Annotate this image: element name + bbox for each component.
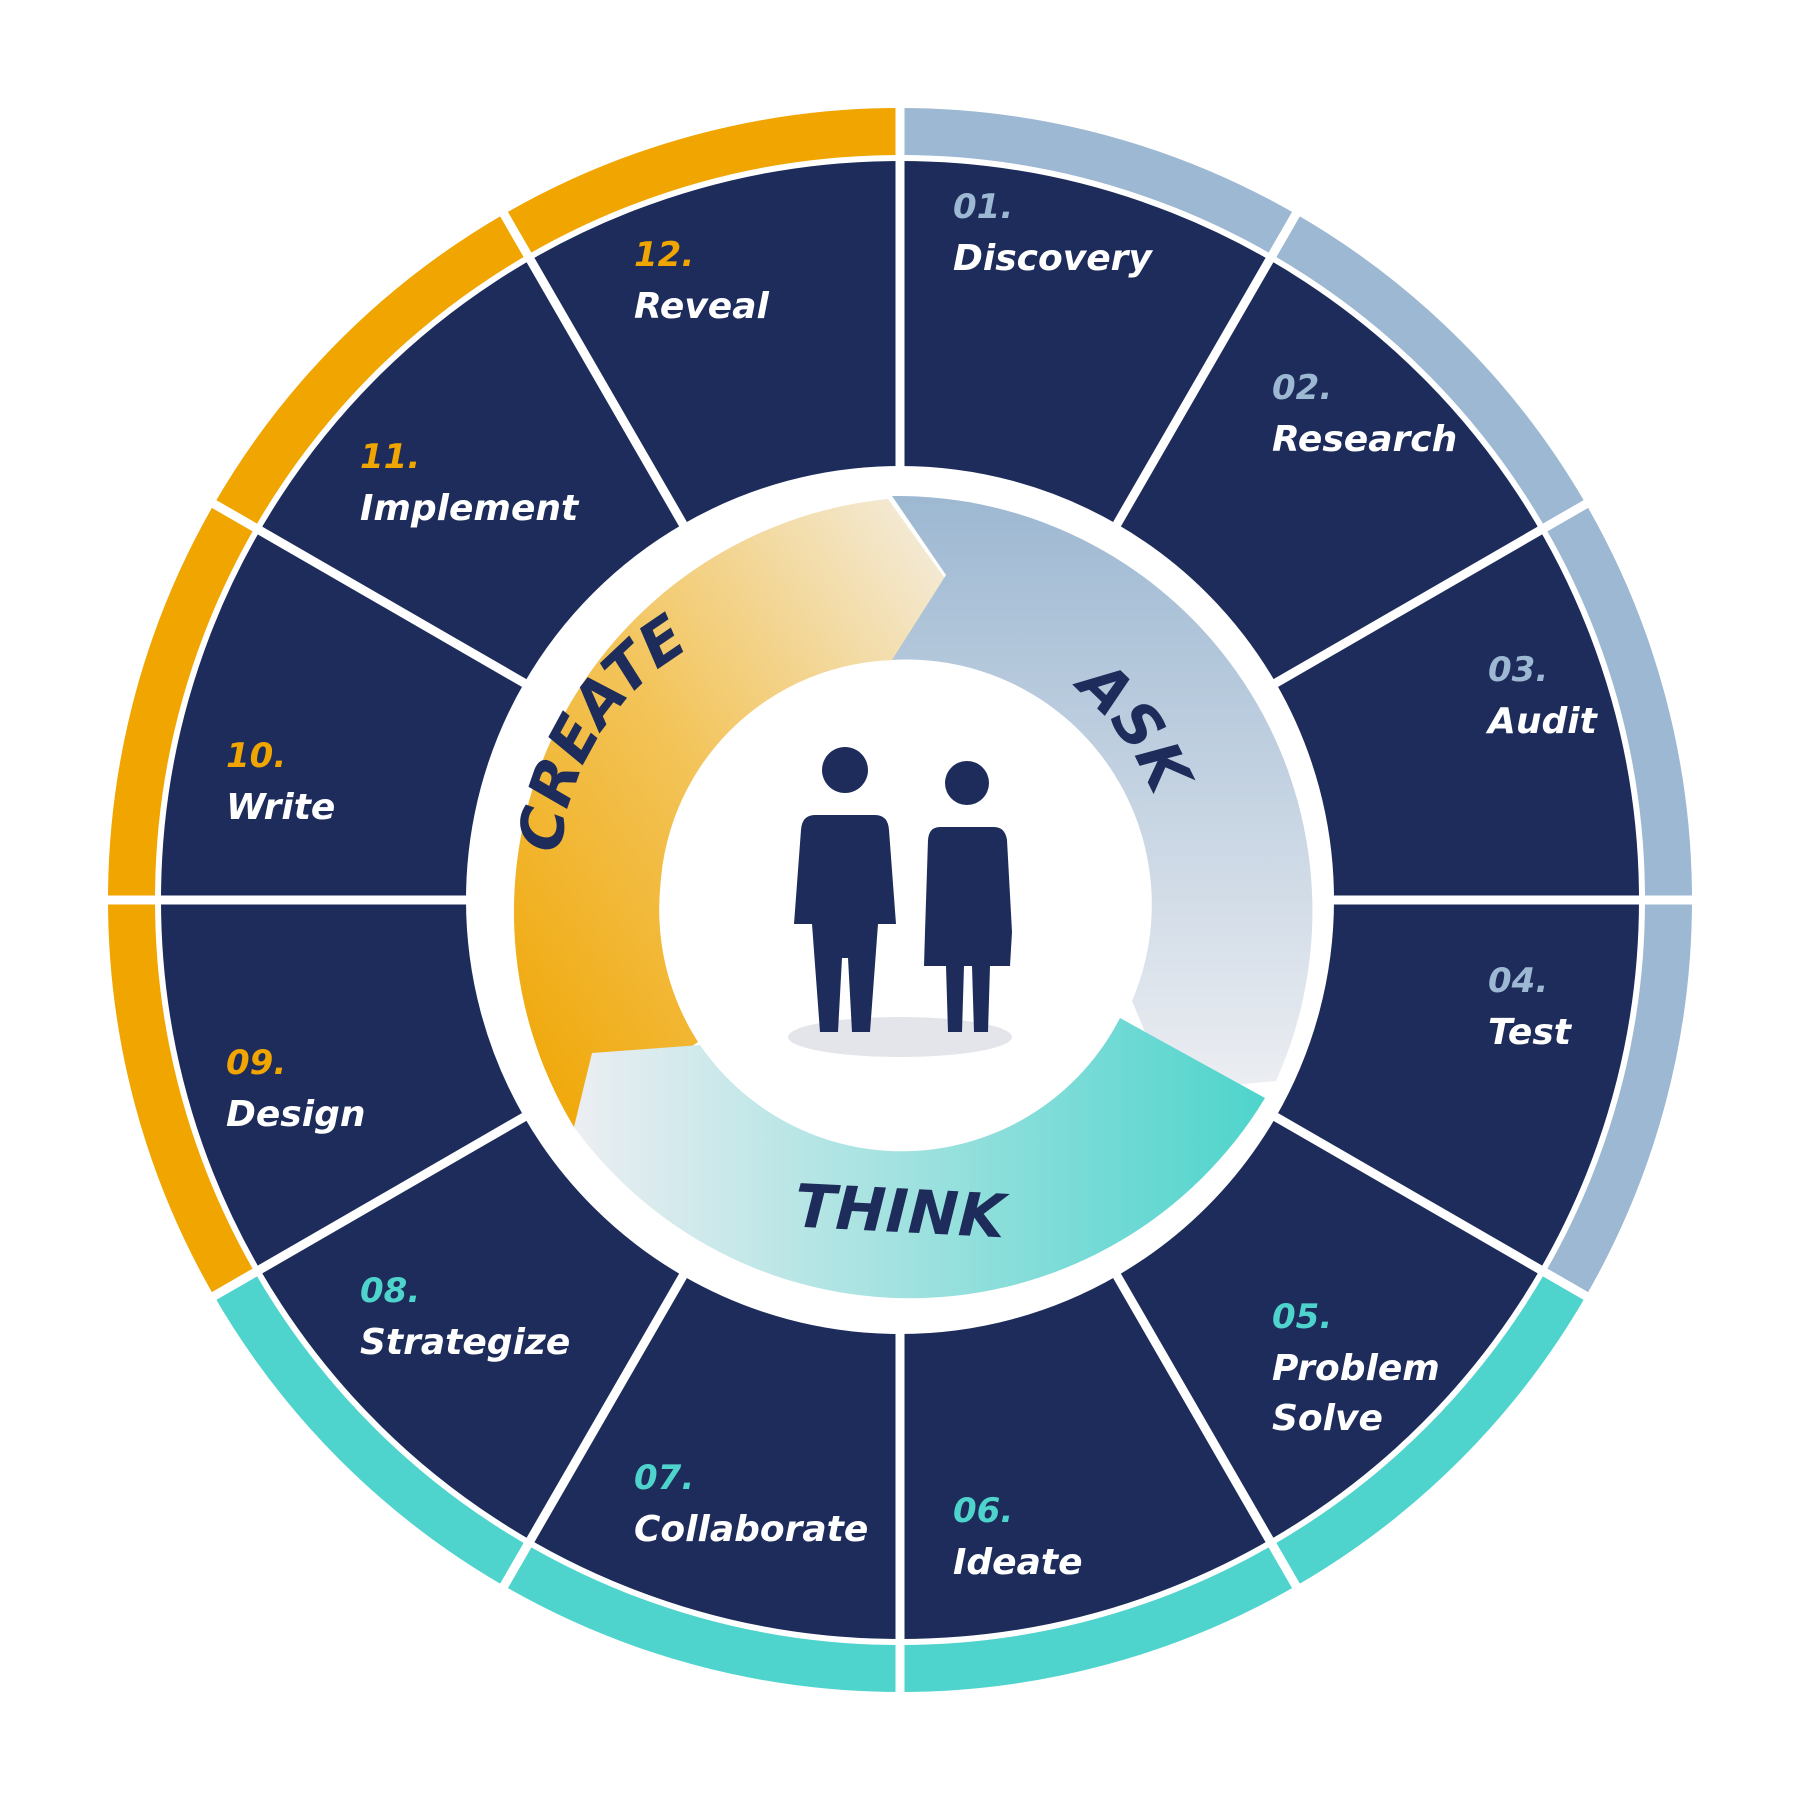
step-number: 11. bbox=[360, 437, 420, 477]
step-name: Research bbox=[1272, 419, 1457, 460]
step-name: Strategize bbox=[360, 1322, 570, 1363]
step-label-10: 10. Write bbox=[226, 736, 335, 828]
step-label-6: 06. Ideate bbox=[953, 1491, 1083, 1583]
step-segment bbox=[1117, 255, 1545, 683]
step-number: 03. bbox=[1488, 650, 1548, 690]
woman-icon bbox=[924, 761, 1012, 1032]
divider-line bbox=[1269, 1110, 1593, 1303]
ask-arrow bbox=[892, 495, 1313, 1091]
step-label-11: 11. Implement bbox=[360, 437, 580, 529]
step-name: Discovery bbox=[953, 238, 1153, 279]
step-number: 12. bbox=[634, 235, 694, 275]
step-number: 09. bbox=[226, 1043, 286, 1083]
step-number: 07. bbox=[634, 1458, 694, 1498]
step-name: Write bbox=[226, 787, 335, 828]
step-name: Design bbox=[226, 1094, 365, 1135]
step-name: Test bbox=[1488, 1012, 1573, 1053]
step-name: Audit bbox=[1485, 701, 1599, 742]
step-label-2: 02. Research bbox=[1272, 368, 1457, 460]
step-name: Problem bbox=[1272, 1348, 1440, 1389]
step-name: Reveal bbox=[634, 286, 770, 327]
step-segment bbox=[1275, 528, 1644, 900]
step-segment bbox=[900, 156, 1272, 525]
people-icon bbox=[788, 747, 1012, 1057]
step-number: 04. bbox=[1488, 961, 1548, 1001]
segment-dividers bbox=[103, 103, 1697, 1697]
step-name: Ideate bbox=[953, 1542, 1083, 1583]
step-label-8: 08. Strategize bbox=[360, 1271, 570, 1363]
phase-arrows bbox=[513, 495, 1313, 1299]
step-number: 02. bbox=[1272, 368, 1332, 408]
divider-line bbox=[207, 1110, 531, 1303]
step-segment bbox=[156, 900, 525, 1272]
center-disc bbox=[660, 660, 1140, 1140]
step-label-7: 07. Collaborate bbox=[634, 1458, 868, 1550]
divider-line bbox=[1269, 497, 1593, 690]
step-number: 08. bbox=[360, 1271, 420, 1311]
step-number: 10. bbox=[226, 736, 286, 776]
step-name: Implement bbox=[360, 488, 580, 529]
step-label-3: 03. Audit bbox=[1485, 650, 1599, 742]
rim-arc-think bbox=[1271, 1271, 1586, 1586]
phase-rim bbox=[108, 108, 1692, 1692]
man-icon bbox=[794, 747, 896, 1032]
step-segment bbox=[900, 1275, 1272, 1644]
step-segment bbox=[1117, 1117, 1545, 1545]
step-segment bbox=[255, 255, 683, 683]
rim-arc-create bbox=[214, 214, 529, 529]
divider-line bbox=[207, 497, 531, 690]
step-label-12: 12. Reveal bbox=[634, 235, 770, 327]
step-segment bbox=[528, 156, 900, 525]
divider-line bbox=[497, 1269, 690, 1593]
step-label-9: 09. Design bbox=[226, 1043, 365, 1135]
step-segments bbox=[156, 156, 1644, 1644]
rim-arc-think bbox=[214, 1271, 529, 1586]
rim-divider-ring bbox=[155, 155, 1645, 1645]
step-label-1: 01. Discovery bbox=[953, 187, 1153, 279]
divider-line bbox=[1110, 207, 1303, 531]
step-number: 06. bbox=[953, 1491, 1013, 1531]
step-segment bbox=[255, 1117, 683, 1545]
step-number: 05. bbox=[1272, 1297, 1332, 1337]
step-name: Solve bbox=[1272, 1398, 1383, 1439]
phase-label-think: THINK bbox=[793, 1172, 1011, 1253]
step-segment bbox=[528, 1275, 900, 1644]
step-segment bbox=[156, 528, 525, 900]
step-segment bbox=[1275, 900, 1644, 1272]
create-arrow bbox=[513, 499, 946, 1127]
step-number: 01. bbox=[953, 187, 1013, 227]
step-labels: 01. Discovery 02. Research 03. Audit 04. Test 05… bbox=[226, 187, 1599, 1583]
think-arrow bbox=[574, 1018, 1265, 1299]
divider-line bbox=[497, 207, 690, 531]
step-label-4: 04. Test bbox=[1488, 961, 1573, 1053]
rim-arc-ask bbox=[1271, 214, 1586, 529]
divider-line bbox=[1110, 1269, 1303, 1593]
step-name: Collaborate bbox=[634, 1509, 868, 1550]
